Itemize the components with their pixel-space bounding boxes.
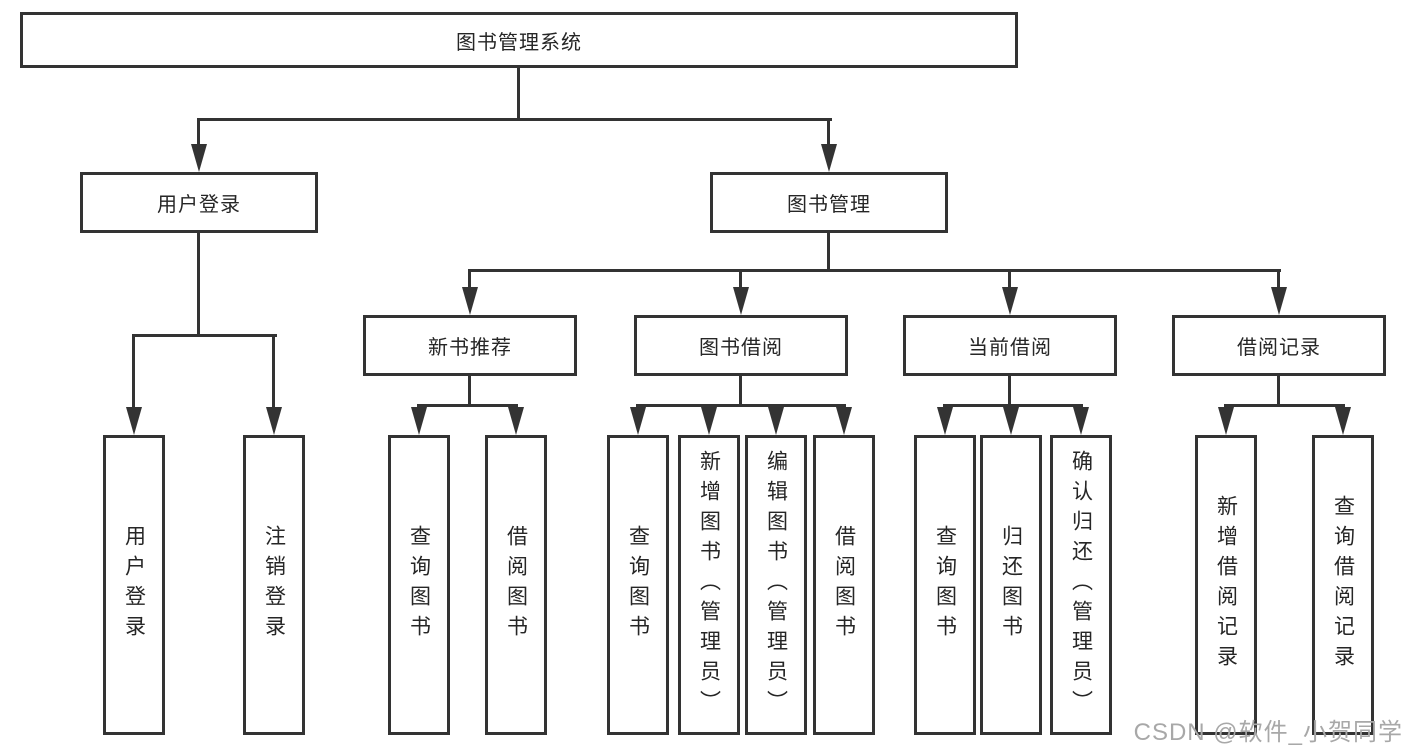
arrowhead-recommend (462, 287, 478, 315)
arrowhead-records (1271, 287, 1287, 315)
arrowhead-login-leaf2 (266, 407, 282, 435)
leaf-query-books-borrow: 查询图书 (607, 435, 669, 735)
connector-login-leaf2-drop (272, 334, 275, 410)
node-root: 图书管理系统 (20, 12, 1018, 68)
connector-borrow-stem (739, 375, 742, 407)
connector-mgmt-stem (827, 232, 830, 272)
arrowhead-borrow-leaf4 (836, 407, 852, 435)
leaf-query-books-recommend: 查询图书 (388, 435, 450, 735)
node-borrow-records: 借阅记录 (1172, 315, 1386, 376)
node-new-book-recommend: 新书推荐 (363, 315, 577, 376)
node-user-login: 用户登录 (80, 172, 318, 233)
connector-root-rail (197, 118, 832, 121)
connector-borrow-drop (739, 269, 742, 289)
csdn-watermark: CSDN @软件_小贺同学 (1133, 719, 1403, 746)
arrowhead-current-leaf1 (937, 407, 953, 435)
connector-current-rail (943, 404, 1083, 407)
connector-login-stem (197, 232, 200, 337)
leaf-edit-book-admin: 编辑图书（管理员） (745, 435, 807, 735)
arrowhead-login-leaf1 (126, 407, 142, 435)
connector-recommend-rail (417, 404, 518, 407)
leaf-query-borrow-record: 查询借阅记录 (1312, 435, 1374, 735)
connector-records-rail (1224, 404, 1345, 407)
arrowhead-records-leaf2 (1335, 407, 1351, 435)
arrowhead-recommend-leaf1 (411, 407, 427, 435)
node-book-management: 图书管理 (710, 172, 948, 233)
connector-mgmt-drop (827, 118, 830, 150)
arrowhead-current-leaf3 (1073, 407, 1089, 435)
arrowhead-login (191, 144, 207, 172)
connector-recommend-drop (468, 269, 471, 289)
connector-login-drop (197, 118, 200, 150)
leaf-query-books-current: 查询图书 (914, 435, 976, 735)
connector-current-stem (1008, 375, 1011, 407)
connector-records-drop (1277, 269, 1280, 289)
leaf-user-login: 用户登录 (103, 435, 165, 735)
connector-current-drop (1008, 269, 1011, 289)
connector-records-stem (1277, 375, 1280, 407)
arrowhead-current-leaf2 (1003, 407, 1019, 435)
arrowhead-borrow-leaf2 (701, 407, 717, 435)
connector-mgmt-rail (468, 269, 1281, 272)
leaf-logout: 注销登录 (243, 435, 305, 735)
node-current-borrow: 当前借阅 (903, 315, 1117, 376)
connector-login-leaf1-drop (132, 334, 135, 410)
connector-recommend-stem (468, 375, 471, 407)
arrowhead-mgmt (821, 144, 837, 172)
arrowhead-borrow (733, 287, 749, 315)
leaf-return-books: 归还图书 (980, 435, 1042, 735)
arrowhead-current (1002, 287, 1018, 315)
leaf-confirm-return-admin: 确认归还（管理员） (1050, 435, 1112, 735)
leaf-add-borrow-record: 新增借阅记录 (1195, 435, 1257, 735)
arrowhead-borrow-leaf3 (768, 407, 784, 435)
connector-login-rail (132, 334, 277, 337)
node-book-borrow: 图书借阅 (634, 315, 848, 376)
leaf-add-book-admin: 新增图书（管理员） (678, 435, 740, 735)
connector-borrow-rail (636, 404, 846, 407)
leaf-borrow-books: 借阅图书 (813, 435, 875, 735)
leaf-borrow-books-recommend: 借阅图书 (485, 435, 547, 735)
arrowhead-recommend-leaf2 (508, 407, 524, 435)
arrowhead-borrow-leaf1 (630, 407, 646, 435)
arrowhead-records-leaf1 (1218, 407, 1234, 435)
connector-root-drop (517, 67, 520, 120)
